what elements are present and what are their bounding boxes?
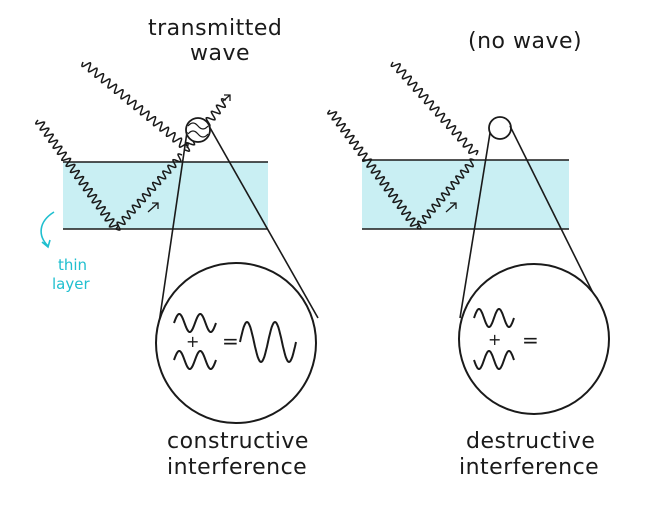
left-title-line1: transmitted [148, 16, 282, 41]
right-thin-layer [362, 160, 569, 229]
right-cone-line-right [509, 125, 600, 306]
left-reflected-wave-inner [115, 153, 183, 231]
left-arrow-reflected [147, 202, 159, 213]
left-zoom-spot-waves [187, 122, 209, 138]
thin-layer-label: thin layer [40, 211, 90, 293]
left-magnified-circle [155, 262, 317, 424]
thin-layer-arrow [40, 211, 55, 249]
left-caption-line1: constructive [167, 429, 309, 454]
right-eq-plus: + [488, 330, 501, 349]
left-arrow-transmitted [221, 94, 231, 103]
left-eq-wave-bottom [173, 350, 217, 370]
right-incident-wave-2 [327, 109, 420, 229]
right-caption-line2: interference [459, 455, 599, 480]
right-arrow-reflected [445, 202, 457, 213]
thin-layer-label-line2: layer [52, 275, 90, 293]
thin-layer-label-line1: thin [58, 256, 87, 274]
left-incident-wave-2 [34, 119, 120, 230]
right-eq-wave-top [473, 308, 515, 328]
right-title: (no wave) [468, 29, 582, 54]
right-caption-line1: destructive [466, 429, 595, 454]
right-incident-wave-1 [390, 61, 479, 156]
left-title-line2: wave [190, 41, 250, 66]
right-magnified-circle [458, 263, 610, 415]
left-zoom-spot [185, 117, 211, 143]
left-panel: + = transmitted wave constructive interf… [34, 16, 319, 480]
left-incident-wave-1 [81, 61, 189, 149]
left-cone-line-right [208, 125, 319, 319]
right-zoom-spot [488, 116, 512, 140]
left-eq-wave-top [173, 313, 217, 333]
left-caption-line2: interference [167, 455, 307, 480]
left-cone-line-left [157, 131, 188, 331]
left-eq-plus: + [186, 332, 199, 351]
right-cone-line-left [459, 132, 491, 319]
left-eq-result-wave [239, 321, 297, 363]
right-reflected-wave-inner [416, 158, 475, 230]
right-eq-equals: = [522, 328, 539, 352]
right-panel: + = (no wave) destructive interference [327, 29, 610, 480]
right-eq-wave-bottom [473, 350, 515, 370]
left-eq-equals: = [222, 329, 239, 353]
